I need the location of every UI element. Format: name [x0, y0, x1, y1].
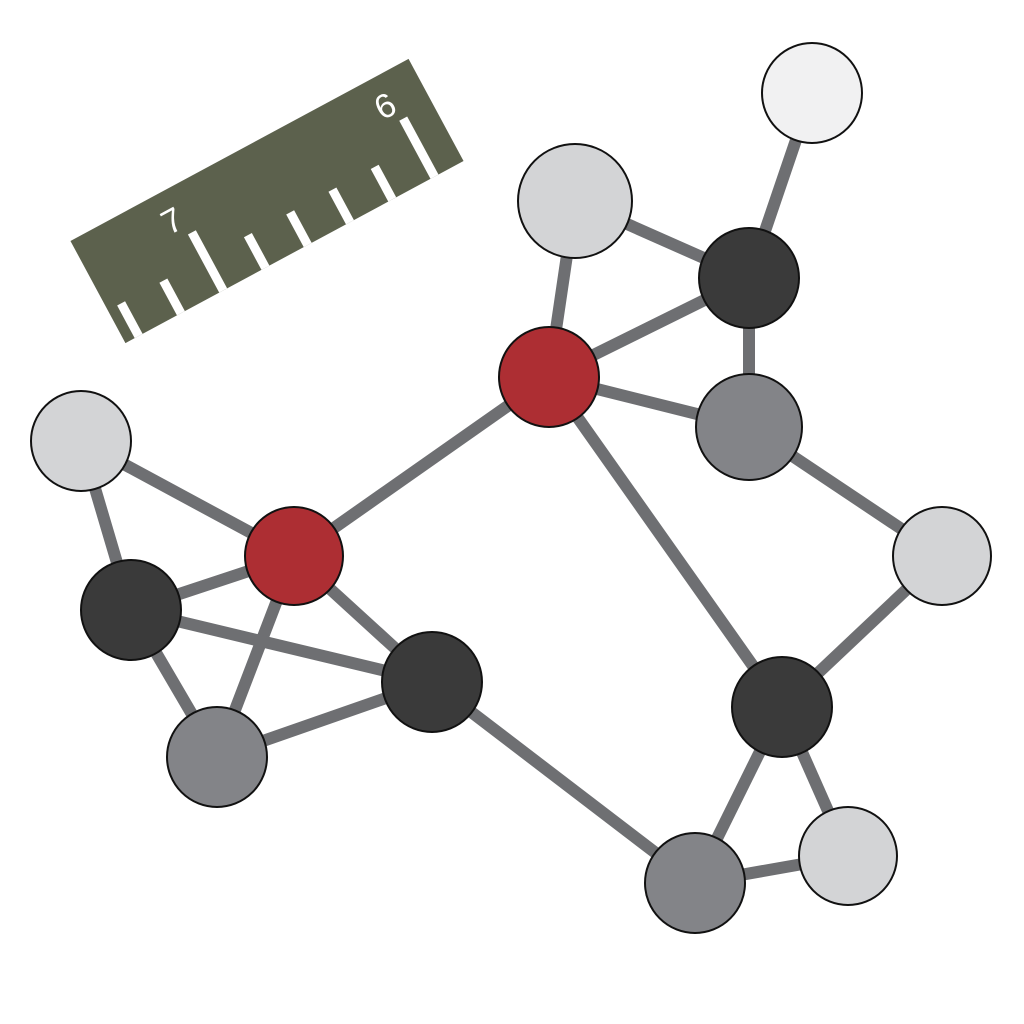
- ruler-tick: [117, 301, 143, 339]
- atom-a7-light: [30, 390, 132, 492]
- ruler-tick: [328, 187, 354, 225]
- atom-a1-pale: [761, 42, 863, 144]
- ruler-body: [70, 58, 464, 344]
- scale-ruler: 6 7: [70, 58, 464, 344]
- atom-a9-dark: [80, 559, 182, 661]
- atom-a2-light: [517, 143, 633, 259]
- atom-a8-red: [244, 506, 344, 606]
- atom-a11-mid: [166, 706, 268, 808]
- ruler-tick: [159, 278, 185, 316]
- ruler-ticks: [117, 116, 439, 339]
- atom-a6-light: [892, 506, 992, 606]
- atom-a4-red: [498, 326, 600, 428]
- bond-a9-a10: [129, 604, 434, 688]
- atom-a10-dark: [381, 631, 483, 733]
- ruler-tick: [370, 164, 397, 202]
- ruler-tick: [243, 233, 270, 270]
- atom-a3-dark: [698, 227, 800, 329]
- atom-a12-dark: [731, 656, 833, 758]
- bond-a4-a8: [290, 372, 553, 561]
- atoms: [30, 42, 992, 934]
- bond-a4-a12: [544, 373, 787, 711]
- bond-a10-a13: [428, 677, 699, 888]
- atom-a5-mid: [695, 373, 803, 481]
- atom-a14-light: [798, 806, 898, 906]
- ruler-tick: [187, 230, 228, 293]
- atom-a13-mid: [644, 832, 746, 934]
- ruler-tick: [286, 210, 312, 248]
- ruler-tick: [399, 116, 439, 179]
